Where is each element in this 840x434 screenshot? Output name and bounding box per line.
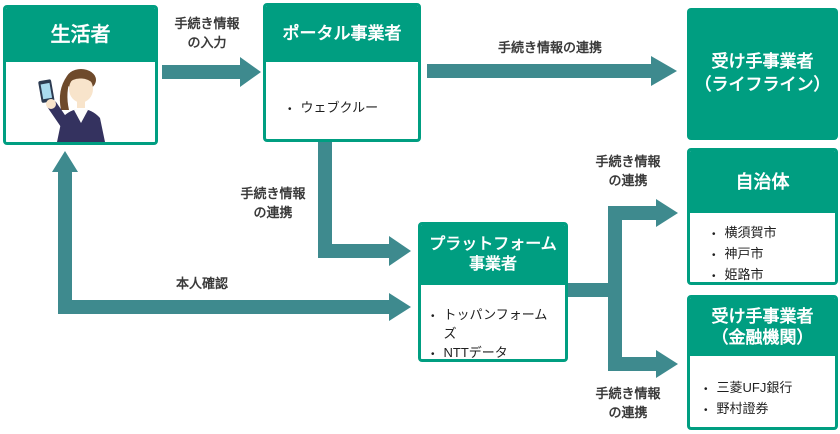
financial-title-line1: 受け手事業者 (711, 306, 814, 326)
financial-items: •三菱UFJ銀行 •野村證券 (690, 378, 835, 420)
box-consumer: 生活者 (3, 5, 158, 145)
lifeline-title-line2: （ライフライン） (694, 75, 831, 94)
bullet-icon: • (712, 229, 716, 240)
list-item: •三菱UFJ銀行 (704, 378, 829, 399)
bullet-icon: • (704, 384, 708, 395)
label-procedure-input: 手続き情報 の入力 (174, 16, 240, 50)
label-link-mid: 手続き情報 の連携 (240, 186, 306, 220)
arrow-platform-branch (568, 199, 678, 378)
list-item: •ウェブクルー (288, 98, 412, 119)
consumer-title: 生活者 (50, 23, 111, 46)
municipality-items: •横須賀市 •神戸市 •姫路市 (690, 223, 835, 282)
portal-title: ポータル事業者 (282, 24, 402, 44)
arrow-portal-to-lifeline (427, 56, 677, 86)
bullet-icon: • (288, 104, 292, 115)
bullet-icon: • (704, 405, 708, 416)
box-lifeline: 受け手事業者 （ライフライン） (687, 8, 838, 140)
label-identity-verification: 本人確認 (175, 276, 228, 291)
platform-title-line2: 事業者 (468, 256, 517, 273)
list-item: •NTTデータ (431, 343, 559, 360)
list-item: •横須賀市 (712, 223, 829, 244)
arrow-portal-to-platform (318, 141, 411, 266)
lifeline-title-line1: 受け手事業者 (711, 52, 814, 72)
label-link-municipality: 手続き情報 の連携 (595, 154, 661, 188)
label-link-financial: 手続き情報 の連携 (595, 386, 661, 420)
financial-title-line2: （金融機関） (711, 328, 814, 347)
platform-title-line1: プラットフォーム (429, 236, 557, 253)
platform-items: •トッパンフォームズ •NTTデータ (421, 305, 565, 360)
arrow-consumer-to-portal (162, 57, 261, 87)
box-municipality: 自治体 •横須賀市 •神戸市 •姫路市 (687, 148, 838, 285)
list-item: •野村證券 (704, 399, 829, 420)
box-platform: プラットフォーム 事業者 •トッパンフォームズ •NTTデータ (418, 222, 568, 362)
bullet-icon: • (712, 271, 716, 282)
arrow-identity-platform-consumer (52, 151, 411, 321)
list-item: •神戸市 (712, 244, 829, 265)
municipality-title: 自治体 (735, 171, 790, 192)
list-item: •トッパンフォームズ (431, 307, 548, 341)
list-item: •姫路市 (712, 265, 829, 282)
portal-items: •ウェブクルー (266, 98, 418, 119)
woman-with-smartphone-icon (37, 69, 105, 142)
bullet-icon: • (712, 250, 716, 261)
box-portal: ポータル事業者 •ウェブクルー (263, 3, 421, 142)
bullet-icon: • (431, 311, 435, 322)
bullet-icon: • (431, 349, 435, 360)
box-financial: 受け手事業者 （金融機関） •三菱UFJ銀行 •野村證券 (687, 295, 838, 430)
label-link-top: 手続き情報の連携 (497, 40, 602, 55)
